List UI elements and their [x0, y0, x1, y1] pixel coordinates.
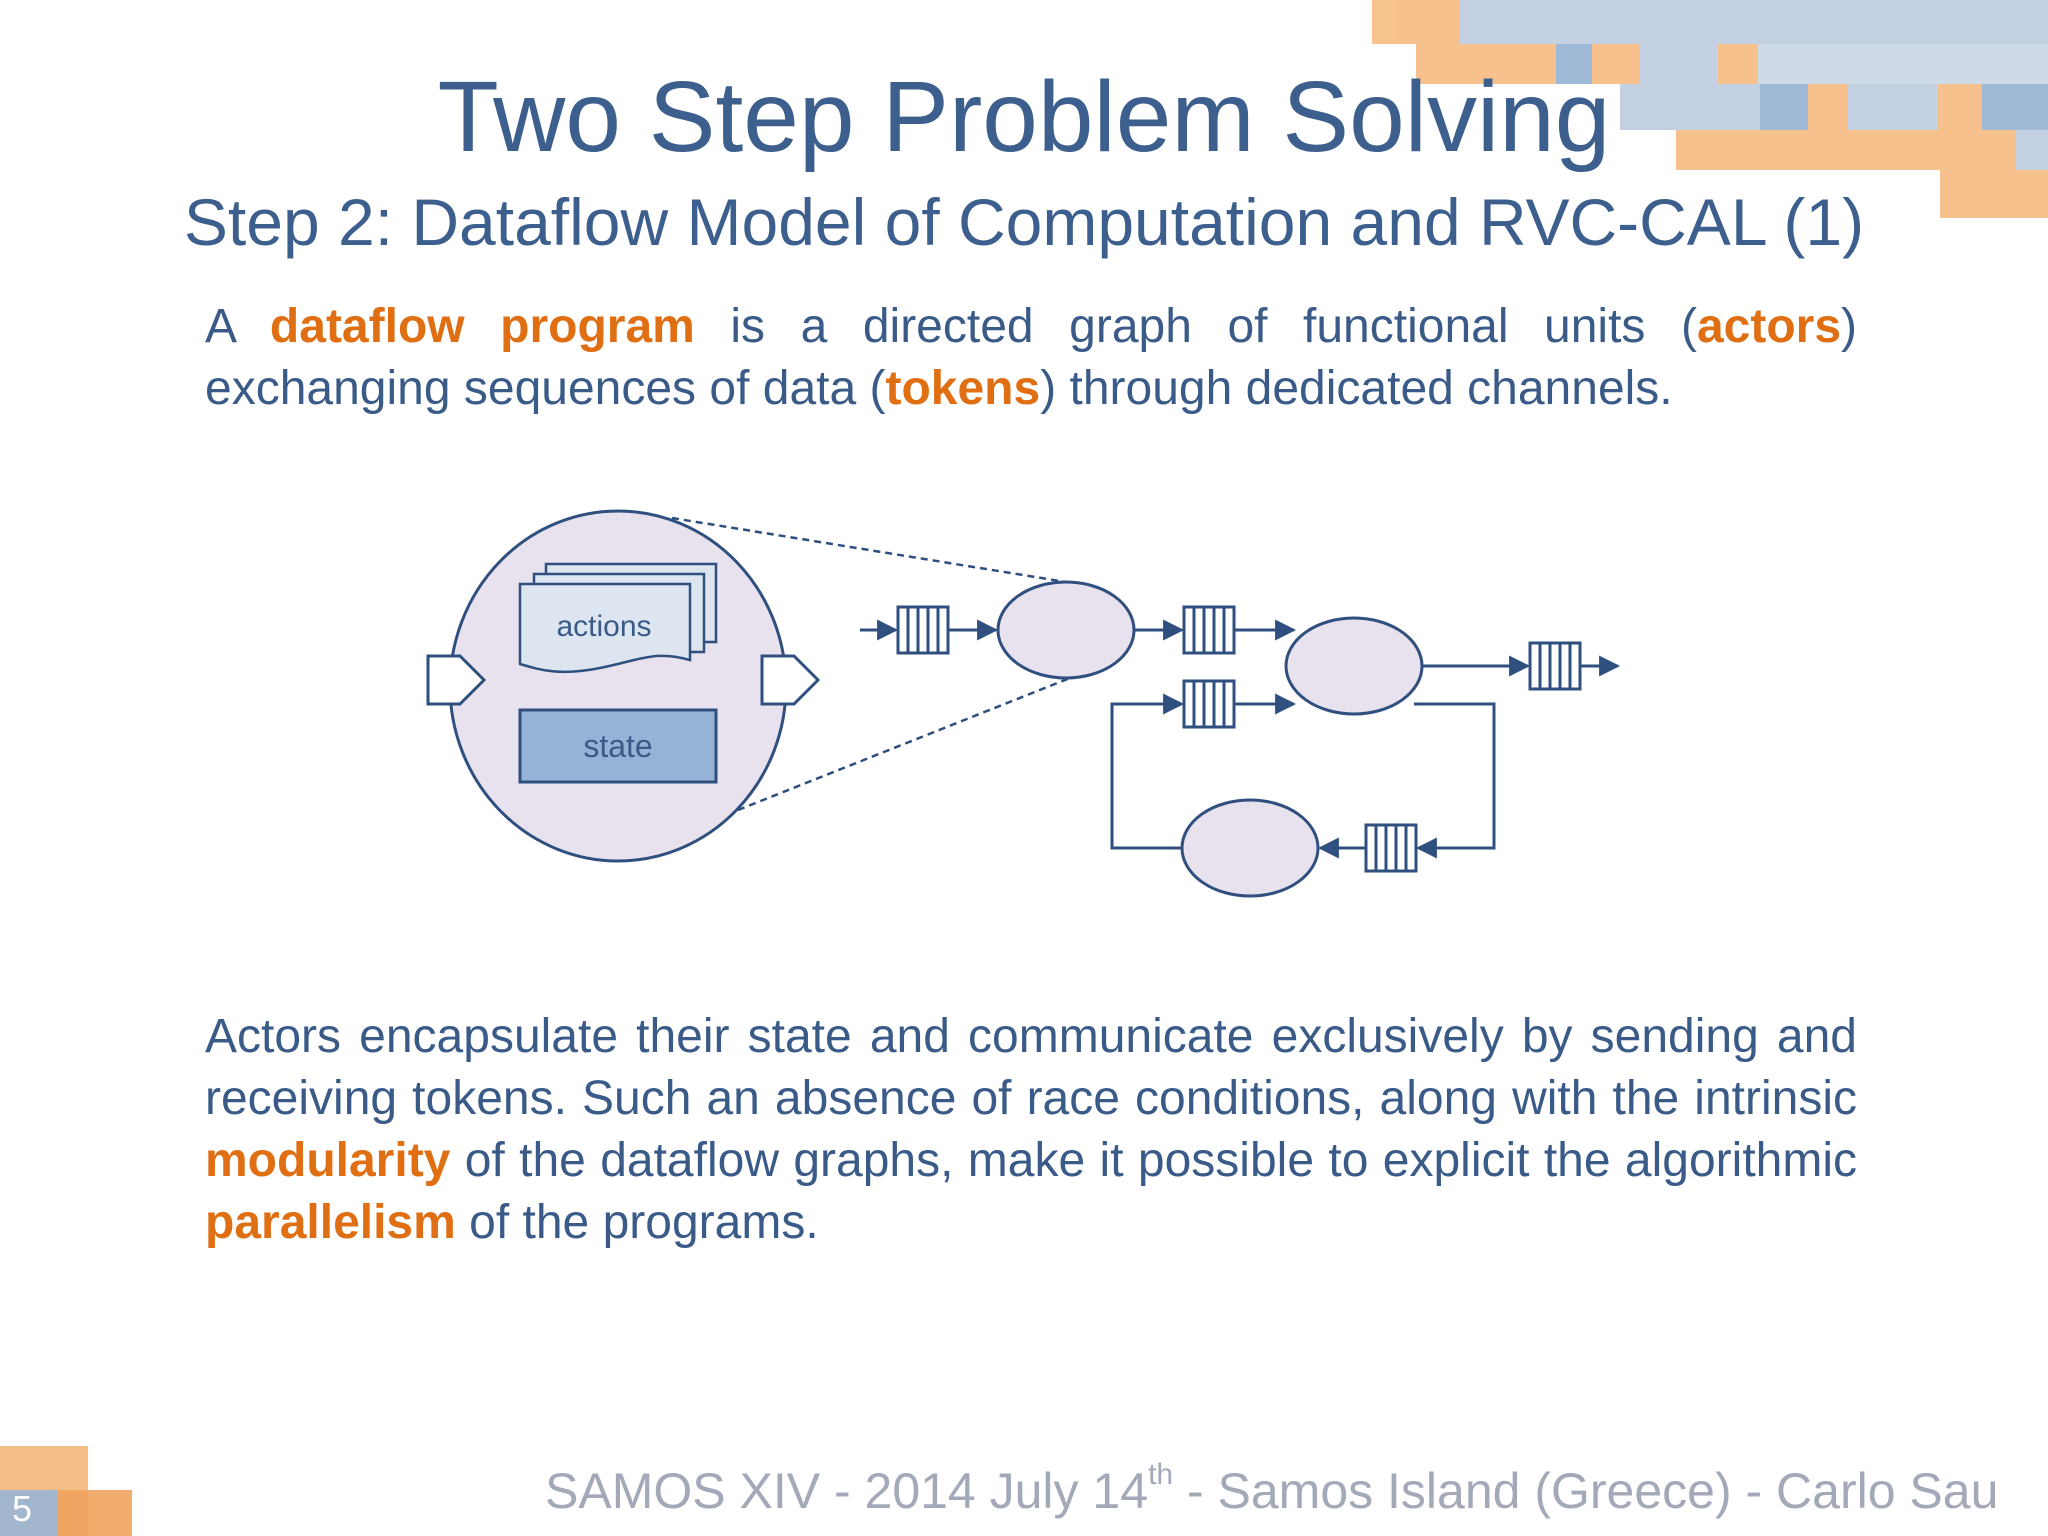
term-dataflow-program: dataflow program: [269, 300, 695, 353]
actor-2: [1284, 616, 1424, 716]
term-parallelism: parallelism: [205, 1196, 456, 1249]
actor-1: [996, 580, 1136, 680]
actors-paragraph: Actors encapsulate their state and commu…: [205, 1010, 1857, 1249]
term-modularity: modularity: [205, 1134, 451, 1187]
intro-paragraph: A dataflow program is a directed graph o…: [205, 300, 1858, 415]
term-actors: actors: [1696, 300, 1842, 353]
zoom-line-top: [671, 516, 1067, 584]
state-label: state: [583, 728, 653, 764]
fifo-output: [1528, 641, 1582, 691]
fifo-a1-a2: [1182, 605, 1236, 655]
slide-subtitle: Step 2: Dataflow Model of Computation an…: [183, 185, 1865, 259]
fifo-input: [896, 605, 950, 655]
fifo-loop: [1364, 823, 1418, 873]
slide-title: Two Step Problem Solving: [437, 61, 1611, 173]
actor-detail: [426, 509, 821, 863]
slide-footer: SAMOS XIV - 2014 July 14th - Samos Islan…: [545, 1458, 1999, 1519]
actor-3: [1180, 798, 1320, 898]
term-tokens: tokens: [885, 362, 1041, 415]
page-number: 5: [12, 1488, 33, 1529]
fifo-feedback-in: [1182, 679, 1236, 729]
actions-label: actions: [556, 610, 652, 643]
